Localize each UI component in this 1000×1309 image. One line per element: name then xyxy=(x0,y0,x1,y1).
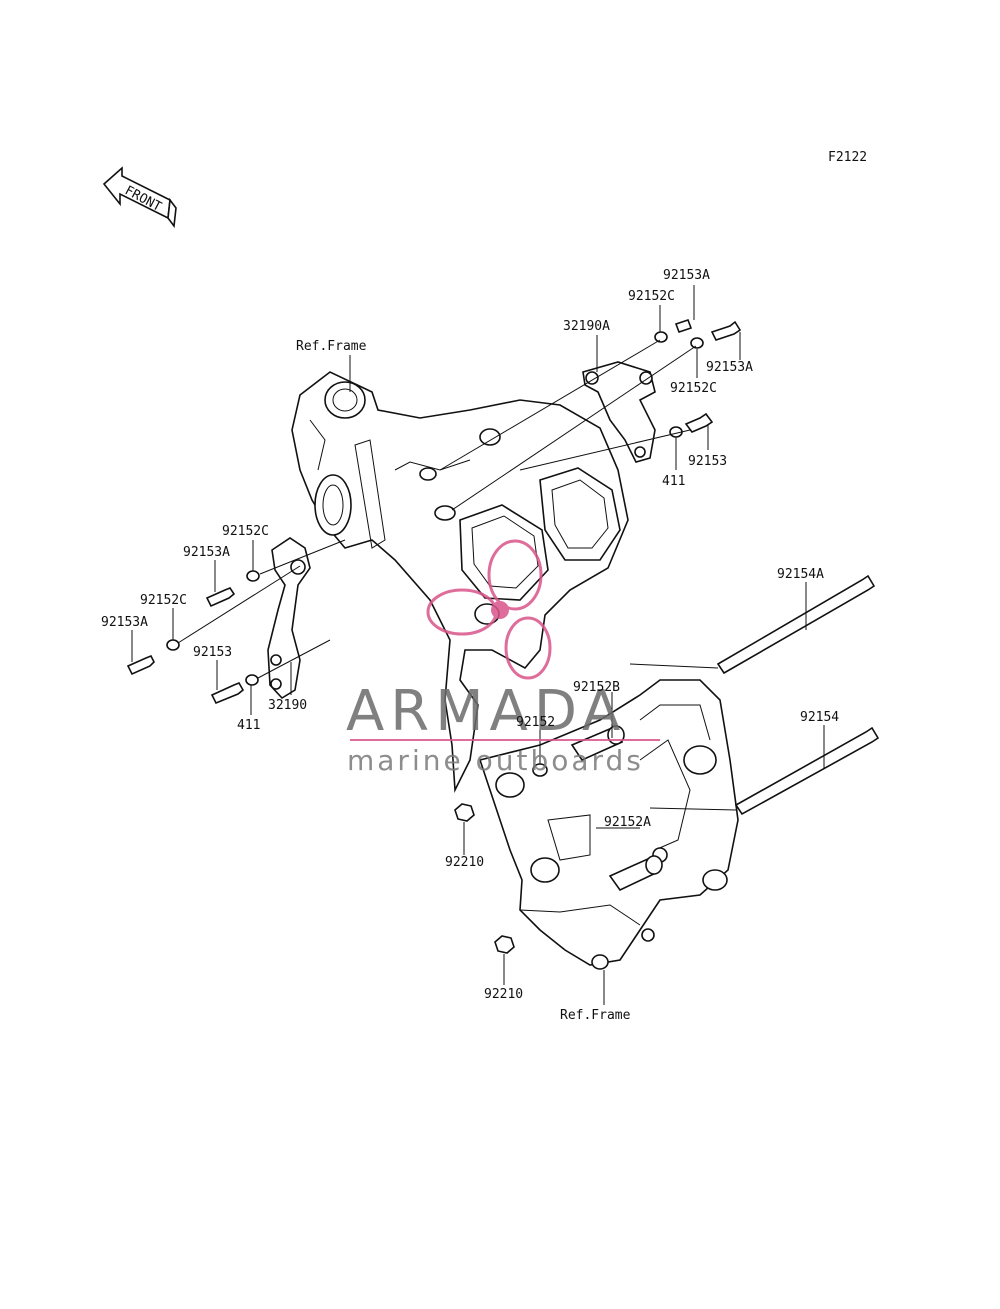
label-92153A-b: 92153A xyxy=(706,360,753,375)
label-92152C-d: 92152C xyxy=(140,593,187,608)
engine-bracket-illustration xyxy=(478,679,739,970)
front-arrow-icon: FRONT xyxy=(102,166,177,229)
label-92210-b: 92210 xyxy=(484,987,523,1002)
watermark-brand: ARMADA xyxy=(346,679,626,744)
fasteners-illustration xyxy=(126,318,880,954)
propeller-logo-icon xyxy=(426,539,552,680)
label-92153-a: 92153 xyxy=(688,454,727,469)
label-92152C-b: 92152C xyxy=(670,381,717,396)
label-ref-frame-bottom: Ref.Frame xyxy=(560,1008,631,1023)
label-92152A: 92152A xyxy=(604,815,651,830)
diagram-code: F2122 xyxy=(828,150,867,165)
label-92154: 92154 xyxy=(800,710,839,725)
armada-watermark: ARMADA marine outboards xyxy=(346,539,660,777)
main-frame-illustration xyxy=(291,371,629,793)
bracket-32190-illustration xyxy=(267,537,311,700)
label-411-a: 411 xyxy=(662,474,685,489)
label-92153A-a: 92153A xyxy=(663,268,710,283)
label-92153A-d: 92153A xyxy=(101,615,148,630)
label-32190A: 32190A xyxy=(563,319,610,334)
watermark-tagline: marine outboards xyxy=(347,744,644,777)
label-92210-a: 92210 xyxy=(445,855,484,870)
bracket-32190A-illustration xyxy=(582,361,656,463)
label-411-b: 411 xyxy=(237,718,260,733)
label-92152B: 92152B xyxy=(573,680,620,695)
leader-lines xyxy=(131,285,825,1005)
part-labels: Ref.Frame 92153A 92152C 32190A 92153A 92… xyxy=(101,268,839,1023)
label-92152: 92152 xyxy=(516,715,555,730)
label-92154A: 92154A xyxy=(777,567,824,582)
label-32190: 32190 xyxy=(268,698,307,713)
label-92152C-c: 92152C xyxy=(222,524,269,539)
label-92153-b: 92153 xyxy=(193,645,232,660)
label-ref-frame-top: Ref.Frame xyxy=(296,339,367,354)
label-92153A-c: 92153A xyxy=(183,545,230,560)
label-92152C-a: 92152C xyxy=(628,289,675,304)
